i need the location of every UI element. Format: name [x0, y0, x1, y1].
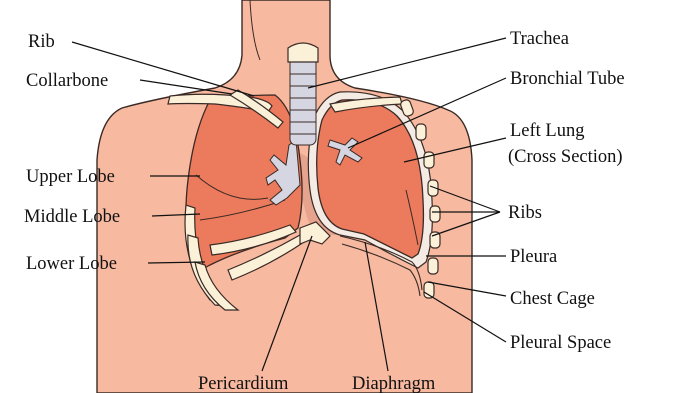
label-trachea: Trachea: [510, 29, 569, 49]
label-ribs: Ribs: [508, 203, 542, 223]
label-diaphragm: Diaphragm: [352, 374, 436, 393]
leader-trachea: [308, 38, 506, 88]
label-chest-cage: Chest Cage: [510, 289, 595, 309]
label-middle-lobe: Middle Lobe: [24, 207, 120, 227]
label-left-lung: Left Lung: [510, 121, 585, 141]
label-pleural-space: Pleural Space: [510, 333, 611, 353]
label-bronchial-tube: Bronchial Tube: [510, 69, 625, 89]
label-upper-lobe: Upper Lobe: [26, 167, 115, 187]
label-lower-lobe: Lower Lobe: [26, 254, 117, 274]
label-pleura: Pleura: [510, 247, 557, 267]
label-left-lung-cross-section: (Cross Section): [508, 147, 623, 167]
trachea: [288, 43, 318, 145]
label-collarbone: Collarbone: [26, 71, 108, 91]
label-rib: Rib: [28, 32, 55, 52]
label-pericardium: Pericardium: [198, 374, 289, 393]
